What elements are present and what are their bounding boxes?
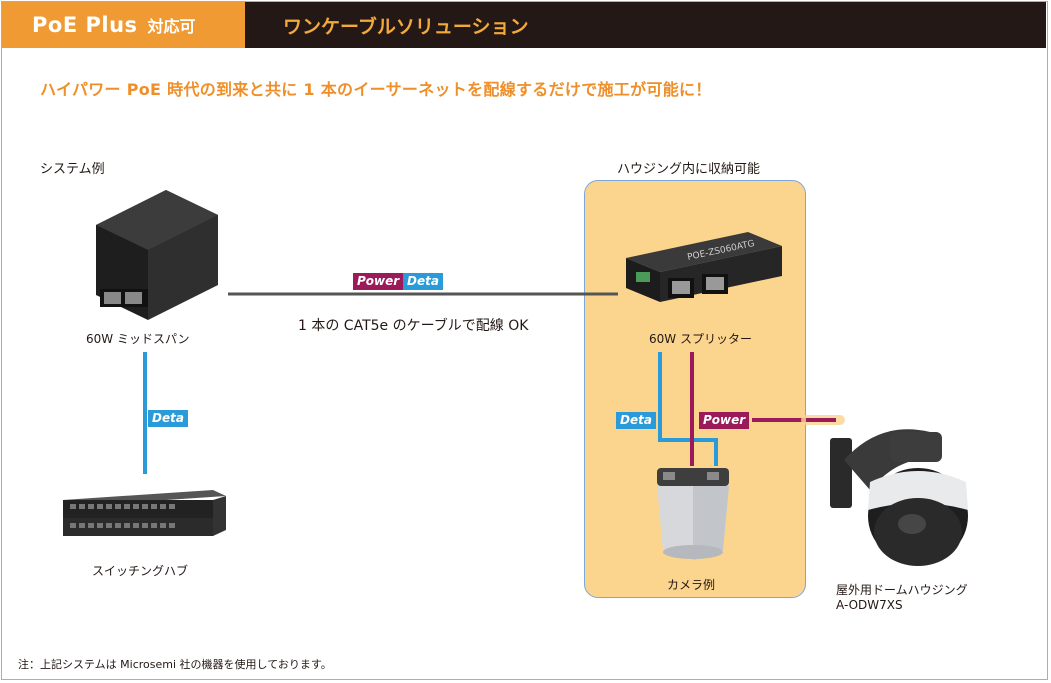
cable-caption: 1 本の CAT5e のケーブルで配線 OK [298,318,529,334]
midspan-label: 60W ミッドスパン [86,332,190,346]
header-title: ワンケーブルソリューション [283,15,529,38]
camera-device [657,468,729,560]
footnote: 注：上記システムは Microsemi 社の機器を使用しております。 [18,658,332,671]
poe-plus-badge: PoE Plus 対応可 [2,2,245,48]
header-bar: ワンケーブルソリューション [245,2,1046,48]
dome-power-tag: Power [699,412,750,429]
camera-deta-tag: Deta [616,412,656,429]
camera-label: カメラ例 [667,578,716,592]
badge-suffix: 対応可 [147,17,196,36]
switch-deta-tag: Deta [148,410,188,427]
dome-label-line2: A-ODW7XS [836,598,903,612]
splitter-device: POE-ZS060ATG [626,232,782,302]
badge-title: PoE Plus [32,13,138,37]
cable-power-tag: Power [353,273,404,290]
cable-deta-tag: Deta [403,273,443,290]
splitter-label: 60W スプリッター [649,332,752,346]
dome-label-line1: 屋外用ドームハウジング [836,583,968,597]
section-label: システム例 [40,162,105,177]
switching-hub-device [63,490,226,536]
deta-cable-camera [658,352,718,466]
midspan-device [96,190,218,320]
switch-label: スイッチングハブ [92,564,189,578]
dome-housing-device [830,429,968,566]
headline: ハイパワー PoE 時代の到来と共に 1 本のイーサーネットを配線するだけで施工… [40,80,712,99]
housing-label: ハウジング内に収納可能 [617,162,761,177]
